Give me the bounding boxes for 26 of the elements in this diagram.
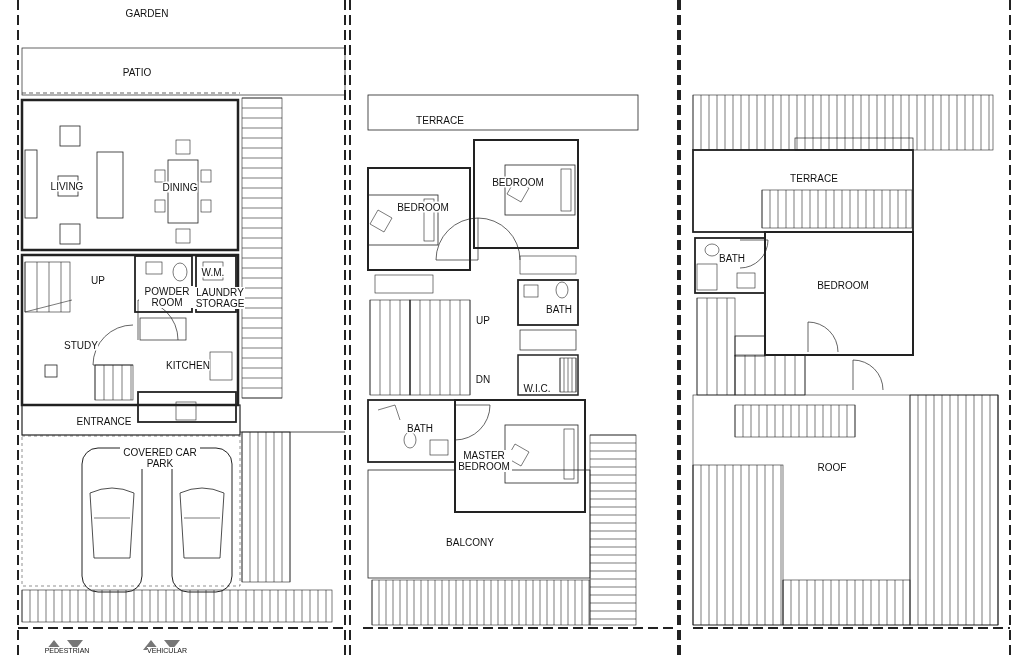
room-label: BEDROOM (397, 201, 449, 213)
room-label: STUDY (64, 339, 98, 351)
room-label: BALCONY (446, 536, 494, 548)
room-label: BATH (407, 422, 433, 434)
room-label: ROOF (817, 461, 847, 473)
room-label: ENTRANCE (76, 415, 132, 427)
stair-direction-label: DN (475, 373, 491, 385)
room-label: BATH (719, 252, 745, 264)
room-label: BEDROOM (817, 279, 869, 291)
room-label: DINING (162, 181, 198, 193)
room-label: GARDEN (125, 7, 169, 19)
room-label: PATIO (122, 66, 152, 78)
room-label: BEDROOM (492, 176, 544, 188)
room-label: LAUNDRY STORAGE (195, 287, 245, 309)
room-label: COVERED CAR PARK (120, 447, 200, 469)
room-label: KITCHEN (166, 359, 210, 371)
appliance-label: W.M. (201, 266, 225, 278)
room-label: TERRACE (416, 114, 464, 126)
room-label: LIVING (50, 180, 84, 192)
stair-direction-label: UP (91, 274, 105, 286)
room-label: TERRACE (790, 172, 838, 184)
room-label: BATH (546, 303, 572, 315)
room-label: MASTER BEDROOM (456, 450, 512, 472)
stair-direction-label: UP (476, 314, 490, 326)
room-label: W.I.C. (523, 382, 551, 394)
room-label: POWDER ROOM (139, 286, 195, 308)
